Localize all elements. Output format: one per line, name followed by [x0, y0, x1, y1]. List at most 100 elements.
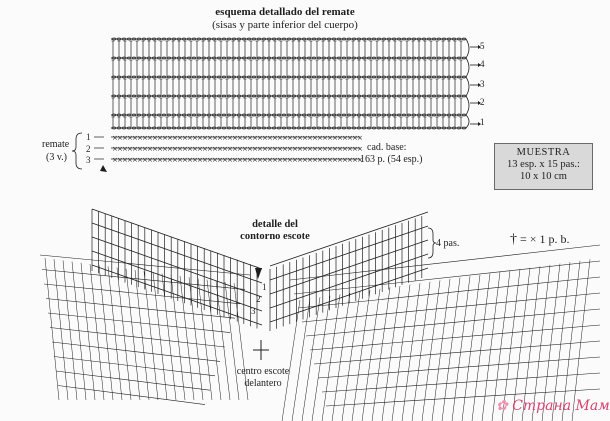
chain-stitch-mark [451, 56, 457, 60]
chain-stitch-mark [211, 126, 217, 130]
single-crochet-mark: × [307, 145, 313, 153]
single-crochet-mark: × [347, 156, 353, 164]
body-mesh-col [170, 274, 186, 401]
single-crochet-mark: × [317, 156, 323, 164]
chain-stitch-mark [406, 113, 412, 117]
single-crochet-mark: × [117, 156, 123, 164]
chain-stitch-mark [406, 94, 412, 98]
single-crochet-mark: × [197, 134, 203, 142]
chain-stitch-mark [121, 56, 127, 60]
chain-stitch-mark [286, 75, 292, 79]
chain-stitch-mark [166, 75, 172, 79]
body-mesh-col [107, 266, 123, 401]
body-mesh-col [421, 280, 441, 421]
body-mesh-col [98, 265, 114, 401]
chain-stitch-mark [256, 94, 262, 98]
single-crochet-mark: × [132, 145, 138, 153]
chain-stitch-mark [381, 113, 387, 117]
chain-stitch-mark [151, 56, 157, 60]
chain-stitch-mark [156, 75, 162, 79]
chain-stitch-mark [351, 37, 357, 41]
chain-stitch-mark [141, 94, 147, 98]
chain-stitch-mark [196, 37, 202, 41]
row-arrow-head [478, 101, 481, 105]
chain-stitch-mark [271, 37, 277, 41]
single-crochet-mark: × [162, 145, 168, 153]
chain-stitch-mark [331, 75, 337, 79]
chain-stitch-mark [196, 113, 202, 117]
chain-stitch-mark [291, 56, 297, 60]
chain-stitch-mark [151, 113, 157, 117]
chain-stitch-mark [221, 126, 227, 130]
chain-stitch-mark [356, 37, 362, 41]
chain-stitch-mark [251, 75, 257, 79]
chain-stitch-mark [336, 94, 342, 98]
neck-band-row [91, 208, 263, 270]
single-crochet-mark: × [122, 134, 128, 142]
chain-stitch-mark [256, 75, 262, 79]
body-mesh-col [311, 295, 331, 421]
chain-stitch-mark [201, 126, 207, 130]
chain-stitch-mark [216, 37, 222, 41]
chain-stitch-mark [221, 37, 227, 41]
chain-stitch-mark [166, 126, 172, 130]
body-mesh-col [551, 262, 571, 421]
single-crochet-mark: × [227, 134, 233, 142]
chain-stitch-mark [156, 37, 162, 41]
chain-stitch-mark [456, 126, 462, 130]
single-crochet-mark: × [177, 134, 183, 142]
chain-stitch-mark [276, 126, 282, 130]
chain-stitch-mark [181, 37, 187, 41]
top-chart-subtitle: (sisas y parte inferior del cuerpo) [212, 19, 358, 31]
chain-stitch-mark [411, 37, 417, 41]
chain-stitch-mark [421, 56, 427, 60]
body-mesh-row [325, 388, 601, 407]
chain-stitch-mark [411, 113, 417, 117]
chain-stitch-mark [191, 126, 197, 130]
chain-stitch-mark [216, 126, 222, 130]
chain-stitch-mark [366, 113, 372, 117]
chain-stitch-mark [426, 126, 432, 130]
site-watermark: ✿ Страна Мам [496, 398, 610, 414]
single-crochet-mark: × [232, 156, 238, 164]
chain-stitch-mark [281, 113, 287, 117]
chain-stitch-mark [301, 126, 307, 130]
body-mesh-col [511, 267, 531, 421]
body-mesh-col [361, 288, 381, 421]
chain-stitch-mark [241, 113, 247, 117]
gauge-line-1: 13 esp. x 15 pas.: [507, 159, 580, 171]
chain-stitch-mark [421, 113, 427, 117]
single-crochet-mark: × [287, 134, 293, 142]
single-crochet-mark: × [302, 145, 308, 153]
chain-stitch-mark [246, 94, 252, 98]
chain-stitch-mark [391, 56, 397, 60]
chain-stitch-mark [111, 113, 117, 117]
chain-stitch-mark [376, 126, 382, 130]
single-crochet-mark: × [212, 156, 218, 164]
chain-stitch-mark [371, 126, 377, 130]
chain-stitch-mark [201, 56, 207, 60]
chain-stitch-mark [301, 75, 307, 79]
body-mesh-col [381, 285, 401, 421]
chain-stitch-mark [276, 75, 282, 79]
chain-stitch-mark [136, 113, 142, 117]
row-arrow-head [478, 45, 481, 49]
neck-band-row [269, 225, 429, 281]
single-crochet-mark: × [312, 156, 318, 164]
chain-stitch-mark [126, 75, 132, 79]
chain-stitch-mark [376, 37, 382, 41]
chain-stitch-mark [111, 94, 117, 98]
rows-count-label: 4 pas. [436, 238, 460, 249]
chain-stitch-mark [121, 37, 127, 41]
chain-stitch-mark [451, 37, 457, 41]
chain-stitch-mark [211, 37, 217, 41]
single-crochet-mark: × [257, 145, 263, 153]
chain-stitch-mark [431, 75, 437, 79]
single-crochet-mark: × [237, 145, 243, 153]
chain-stitch-mark [271, 56, 277, 60]
chain-stitch-mark [436, 37, 442, 41]
body-mesh-col [501, 269, 521, 421]
single-crochet-mark: × [152, 156, 158, 164]
chain-stitch-mark [141, 75, 147, 79]
chain-stitch-mark [376, 94, 382, 98]
